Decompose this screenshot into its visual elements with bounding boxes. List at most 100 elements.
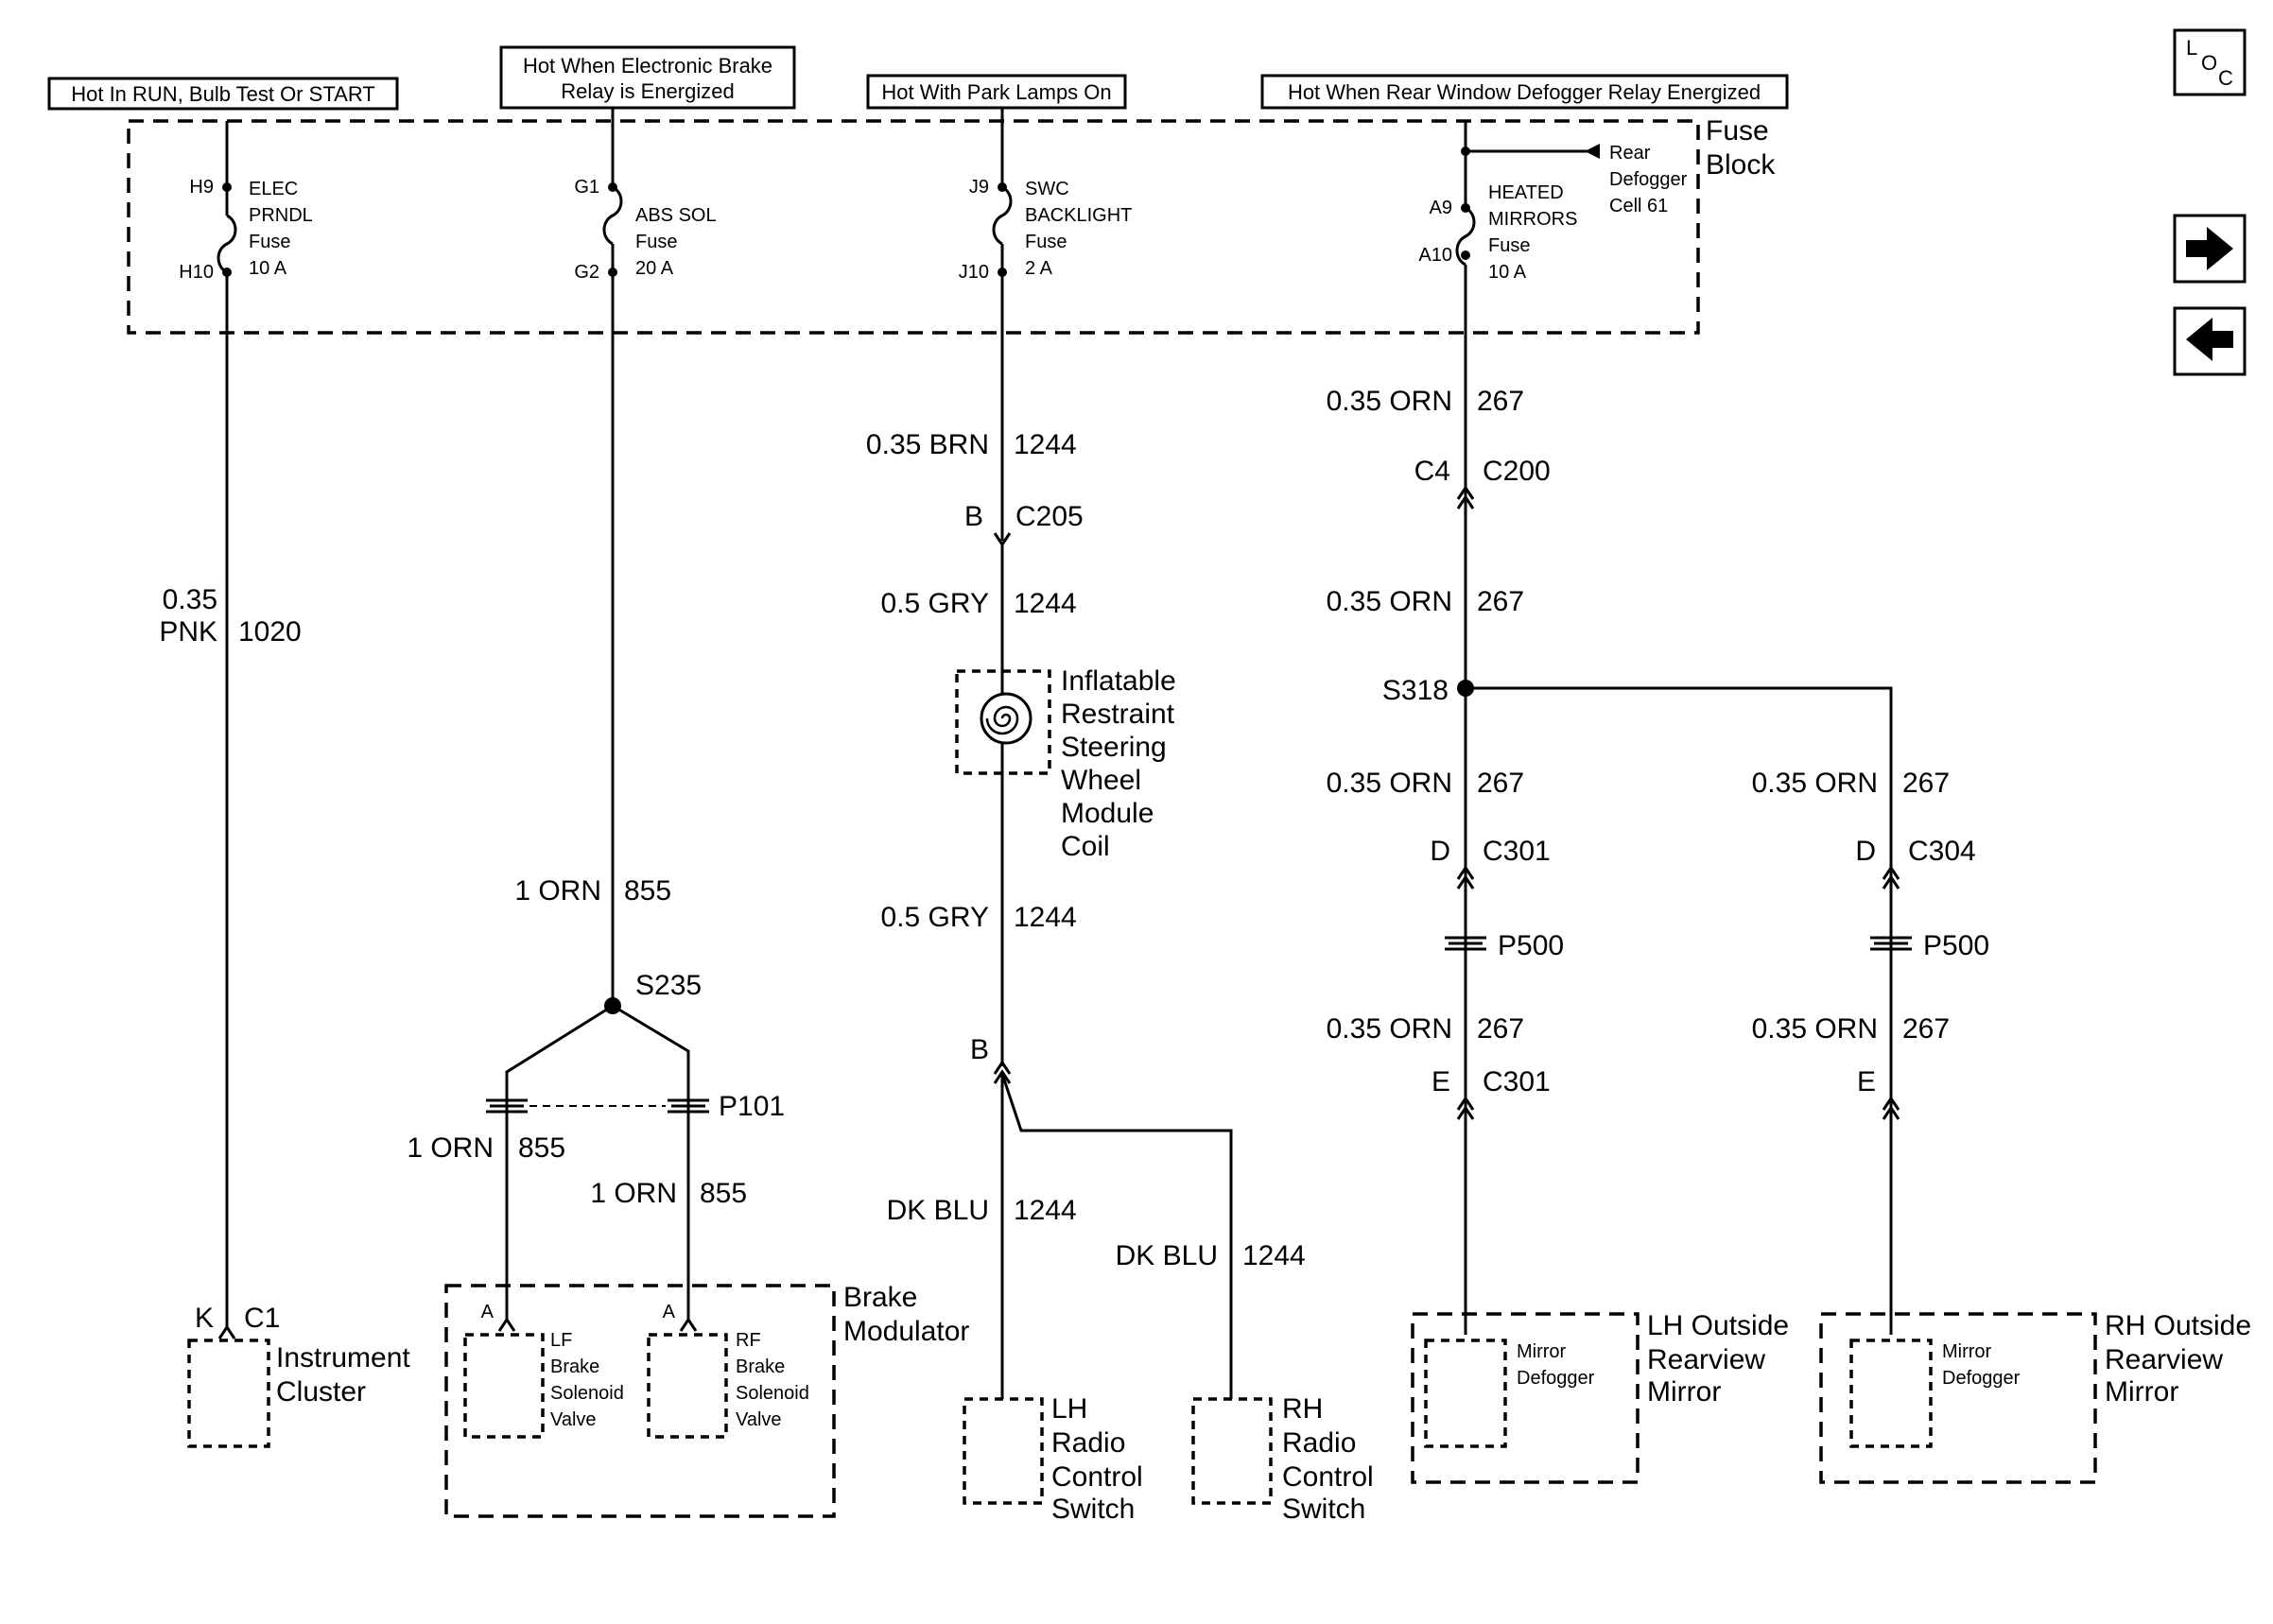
circuit-number-lh: 1244	[1014, 1195, 1077, 1226]
rh-switch-label-line2: Radio	[1282, 1427, 1356, 1459]
lf-valve-label-line4: Valve	[550, 1409, 597, 1430]
fuse-label-line2: PRNDL	[249, 205, 313, 226]
coil-label-line4: Wheel	[1061, 765, 1141, 796]
component-label-line1: Instrument	[276, 1342, 410, 1373]
rh-mirror-defogger-label-line1: Mirror	[1942, 1341, 1992, 1362]
connector-c301-b: C301	[1483, 1066, 1551, 1097]
fuse-label-line3: Fuse	[1488, 235, 1530, 256]
arrow-right-icon	[2186, 227, 2233, 270]
fuse-rating: 2 A	[1025, 258, 1053, 279]
connector-c205: C205	[1015, 501, 1084, 532]
fuse-swc-backlight: J9 J10 SWC BACKLIGHT Fuse 2 A	[959, 108, 1132, 333]
lf-valve-label-line1: LF	[550, 1330, 572, 1351]
fuse-pin-bottom: A10	[1418, 245, 1452, 266]
splice-label: S235	[635, 970, 702, 1001]
splice-label: S318	[1382, 675, 1449, 706]
coil-icon	[980, 692, 1032, 745]
header-hot-defogger-relay: Hot When Rear Window Defogger Relay Ener…	[1260, 74, 1789, 110]
circuit-267: 0.35 ORN 267 C4 C200 0.35 ORN 267 S318 0…	[1327, 333, 2251, 1484]
wire-gauge-color-d: 0.35 ORN	[1327, 1013, 1452, 1045]
circuit-number: 1020	[238, 616, 302, 648]
previous-page-button[interactable]	[2173, 306, 2247, 376]
wire-gauge-color-lf: 1 ORN	[407, 1132, 494, 1164]
connector-label: C1	[244, 1303, 280, 1334]
wire-color-lh: DK BLU	[887, 1195, 989, 1226]
fuse-pin-bottom: G2	[574, 262, 599, 283]
pin-label-lf: A	[481, 1302, 495, 1322]
circuit-number: 855	[624, 875, 671, 907]
fuse-label-line1: SWC	[1025, 179, 1069, 199]
header-text: Hot With Park Lamps On	[881, 80, 1111, 104]
lh-switch-label-line4: Switch	[1051, 1494, 1135, 1525]
wire-gauge-color-r1: 0.35 ORN	[1752, 768, 1878, 799]
connector-p500-rh	[1870, 936, 1912, 951]
rear-defogger-label-line1: Rear	[1609, 143, 1651, 164]
header-text: Hot When Rear Window Defogger Relay Ener…	[1288, 80, 1761, 104]
fuse-abs-sol: G1 G2 ABS SOL Fuse 20 A	[574, 108, 717, 333]
lh-mirror-label-line1: LH Outside	[1647, 1310, 1789, 1341]
loc-letter-c: C	[2218, 66, 2233, 90]
coil-label-line5: Module	[1061, 798, 1154, 829]
rh-switch-label-line1: RH	[1282, 1393, 1323, 1425]
connector-p500: P500	[1498, 930, 1564, 961]
fuse-block-label-line1: Fuse	[1706, 115, 1769, 147]
lh-switch-label-line3: Control	[1051, 1461, 1143, 1493]
pin-label-e: E	[1431, 1066, 1450, 1097]
fuse-block-label-line2: Block	[1706, 149, 1776, 181]
circuit-number-lf: 855	[518, 1132, 565, 1164]
wire-gauge-color-r2: 0.35 ORN	[1752, 1013, 1878, 1045]
circuit-number-c: 267	[1477, 768, 1524, 799]
fuse-label-line2: Fuse	[635, 232, 677, 252]
wire-color-rh: DK BLU	[1116, 1240, 1218, 1271]
wire-gauge: 0.35	[163, 584, 217, 615]
rh-switch-label-line4: Switch	[1282, 1494, 1365, 1525]
connector-c200: C200	[1483, 456, 1551, 487]
lf-valve-label-line2: Brake	[550, 1356, 599, 1377]
pin-label-d: D	[1430, 836, 1450, 867]
loc-letter-l: L	[2186, 36, 2197, 60]
circuit-number-r1: 267	[1902, 768, 1950, 799]
circuit-number-a: 267	[1477, 386, 1524, 417]
circuit-number-d: 267	[1477, 1013, 1524, 1045]
wire-gauge-color-c: 0.35 ORN	[1327, 768, 1452, 799]
lh-switch-label-line2: Radio	[1051, 1427, 1125, 1459]
lh-mirror-defogger-label-line2: Defogger	[1517, 1368, 1595, 1389]
connector-p500-rh-label: P500	[1923, 930, 1989, 961]
pin-label-e-rh: E	[1857, 1066, 1876, 1097]
wire-gauge-color-c: 0.5 GRY	[880, 902, 989, 933]
circuit-number-b: 267	[1477, 586, 1524, 617]
circuit-number-r2: 267	[1902, 1013, 1950, 1045]
header-text: Hot In RUN, Bulb Test Or START	[71, 82, 375, 106]
location-button[interactable]: L O C	[2173, 28, 2247, 96]
header-text-line1: Hot When Electronic Brake	[523, 54, 772, 78]
fuse-label-line3: Fuse	[1025, 232, 1067, 252]
wire-gauge-color-rf: 1 ORN	[590, 1178, 677, 1209]
fuse-label-line1: HEATED	[1488, 182, 1564, 203]
arrow-left-icon	[2186, 318, 2233, 361]
rf-valve-label-line2: Brake	[736, 1356, 785, 1377]
coil-label-line2: Restraint	[1061, 699, 1175, 730]
circuit-1020: 0.35 PNK 1020 K C1 Instrument Cluster	[159, 333, 410, 1448]
coil-label-line6: Coil	[1061, 831, 1110, 862]
wire-gauge-color-b: 0.35 ORN	[1327, 586, 1452, 617]
connector-p101-right	[668, 1098, 709, 1114]
rear-defogger-label-line2: Defogger	[1609, 169, 1688, 190]
fuse-pin-bottom: H10	[179, 262, 214, 283]
circuit-855: 1 ORN 855 S235 P101 1 ORN 855 1 ORN 855 …	[407, 333, 969, 1518]
fuse-pin-top: G1	[574, 177, 599, 198]
fuse-rating: 20 A	[635, 258, 674, 279]
component-label-line2: Cluster	[276, 1376, 366, 1408]
fuse-label-line3: Fuse	[249, 232, 290, 252]
fuse-elec-prndl: H9 H10 ELEC PRNDL Fuse 10 A	[179, 121, 313, 333]
lh-mirror-label-line3: Mirror	[1647, 1376, 1721, 1408]
rear-defogger-label-line3: Cell 61	[1609, 196, 1668, 216]
fuse-pin-top: J9	[969, 177, 989, 198]
wire-gauge-color: 1 ORN	[514, 875, 601, 907]
fuse-heated-mirrors: A9 A10 HEATED MIRRORS Fuse 10 A Rear Def…	[1418, 121, 1688, 333]
next-page-button[interactable]	[2173, 214, 2247, 284]
header-text-line2: Relay is Energized	[561, 79, 734, 103]
fuse-label-line2: MIRRORS	[1488, 209, 1577, 230]
pin-label: K	[195, 1303, 214, 1334]
header-hot-brake-relay: Hot When Electronic Brake Relay is Energ…	[499, 45, 796, 110]
fuse-label-line2: BACKLIGHT	[1025, 205, 1132, 226]
